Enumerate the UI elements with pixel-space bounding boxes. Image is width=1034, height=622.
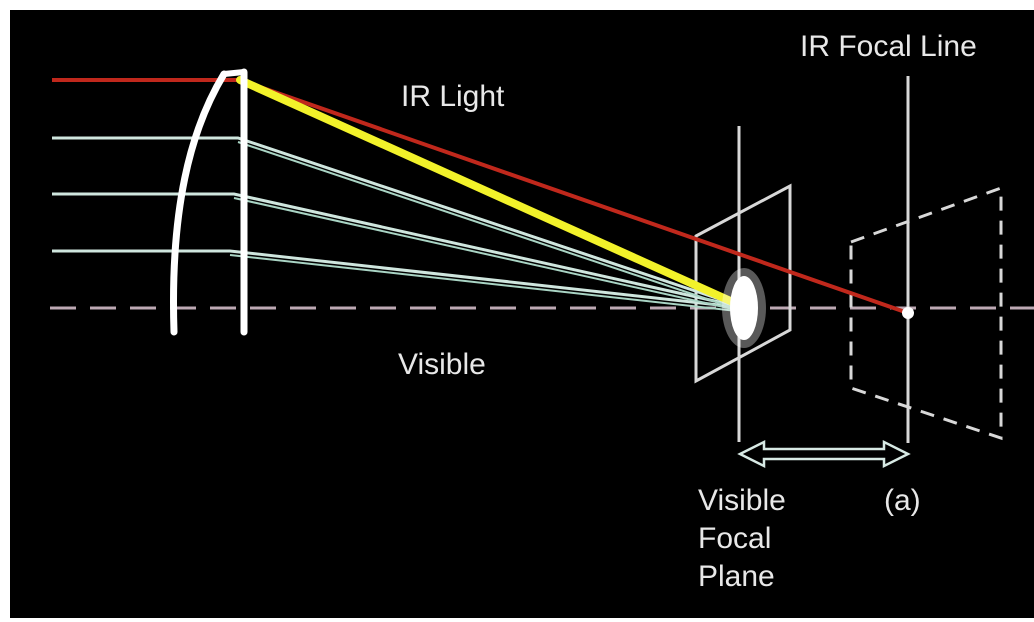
visible-label: Visible: [398, 348, 486, 381]
visible-focus-spot: [730, 276, 758, 340]
visible-rays: [52, 136, 747, 313]
visible-focal-plane-label: Visible Focal Plane: [698, 484, 786, 593]
diagram-canvas: [50, 68, 1034, 469]
ir-focal-plane: [849, 185, 1003, 441]
distance-double-arrow: [737, 439, 911, 469]
visible-focal-plane: [694, 183, 792, 384]
visible-yellow-ray: [236, 76, 750, 312]
ir-focus-point: [902, 307, 914, 319]
ir-light-label: IR Light: [401, 80, 505, 113]
lens: [170, 68, 248, 336]
optics-diagram: IR Focal Line IR Light Visible Visible F…: [10, 10, 1034, 618]
distance-marker-label: (a): [884, 484, 921, 517]
ir-focal-line-label: IR Focal Line: [800, 30, 977, 63]
